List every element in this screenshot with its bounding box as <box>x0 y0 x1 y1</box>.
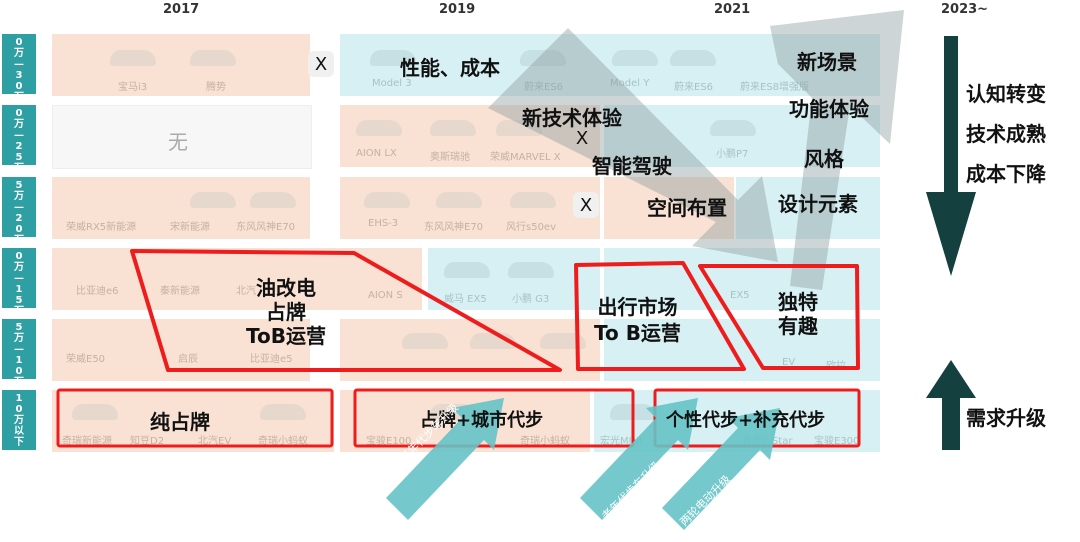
label-travel-line1: 出行市场 <box>594 294 681 320</box>
label-unique-line1: 独特 <box>778 290 818 314</box>
label-oil-line1: 油改电 <box>246 276 326 300</box>
label-unique-line2: 有趣 <box>778 314 818 338</box>
label-oil-to-ev: 油改电 占牌 ToB运营 <box>246 276 326 348</box>
x-mark: X <box>573 192 599 218</box>
label-pure-plate: 纯占牌 <box>150 406 210 435</box>
down-arrow-icon <box>926 36 976 276</box>
label-new-tech: 新技术体验 <box>522 102 622 131</box>
label-function-exp: 功能体验 <box>789 93 869 122</box>
label-design-elements: 设计元素 <box>778 188 858 217</box>
x-mark: X <box>308 51 334 77</box>
grey-arrow-left <box>488 28 778 262</box>
label-unique-fun: 独特 有趣 <box>778 290 818 338</box>
label-performance-cost: 性能、成本 <box>400 52 500 81</box>
label-oil-line3: ToB运营 <box>246 324 326 348</box>
side-label-cost-down: 成本下降 <box>966 158 1046 187</box>
outline-oil-plate <box>132 251 560 370</box>
side-label-tech-mature: 技术成熟 <box>966 118 1046 147</box>
label-new-scene: 新场景 <box>797 46 857 75</box>
label-personal-commute: 个性代步+补充代步 <box>666 406 825 432</box>
label-space-layout: 空间布置 <box>647 192 727 221</box>
label-style: 风格 <box>804 143 844 172</box>
label-oil-line2: 占牌 <box>246 300 326 324</box>
label-travel-market: 出行市场 To B运营 <box>594 294 681 346</box>
side-label-cognition: 认知转变 <box>966 78 1046 107</box>
label-smart-driving: 智能驾驶 <box>592 150 672 179</box>
label-travel-line2: To B运营 <box>594 320 681 346</box>
side-label-demand-up: 需求升级 <box>966 402 1046 431</box>
